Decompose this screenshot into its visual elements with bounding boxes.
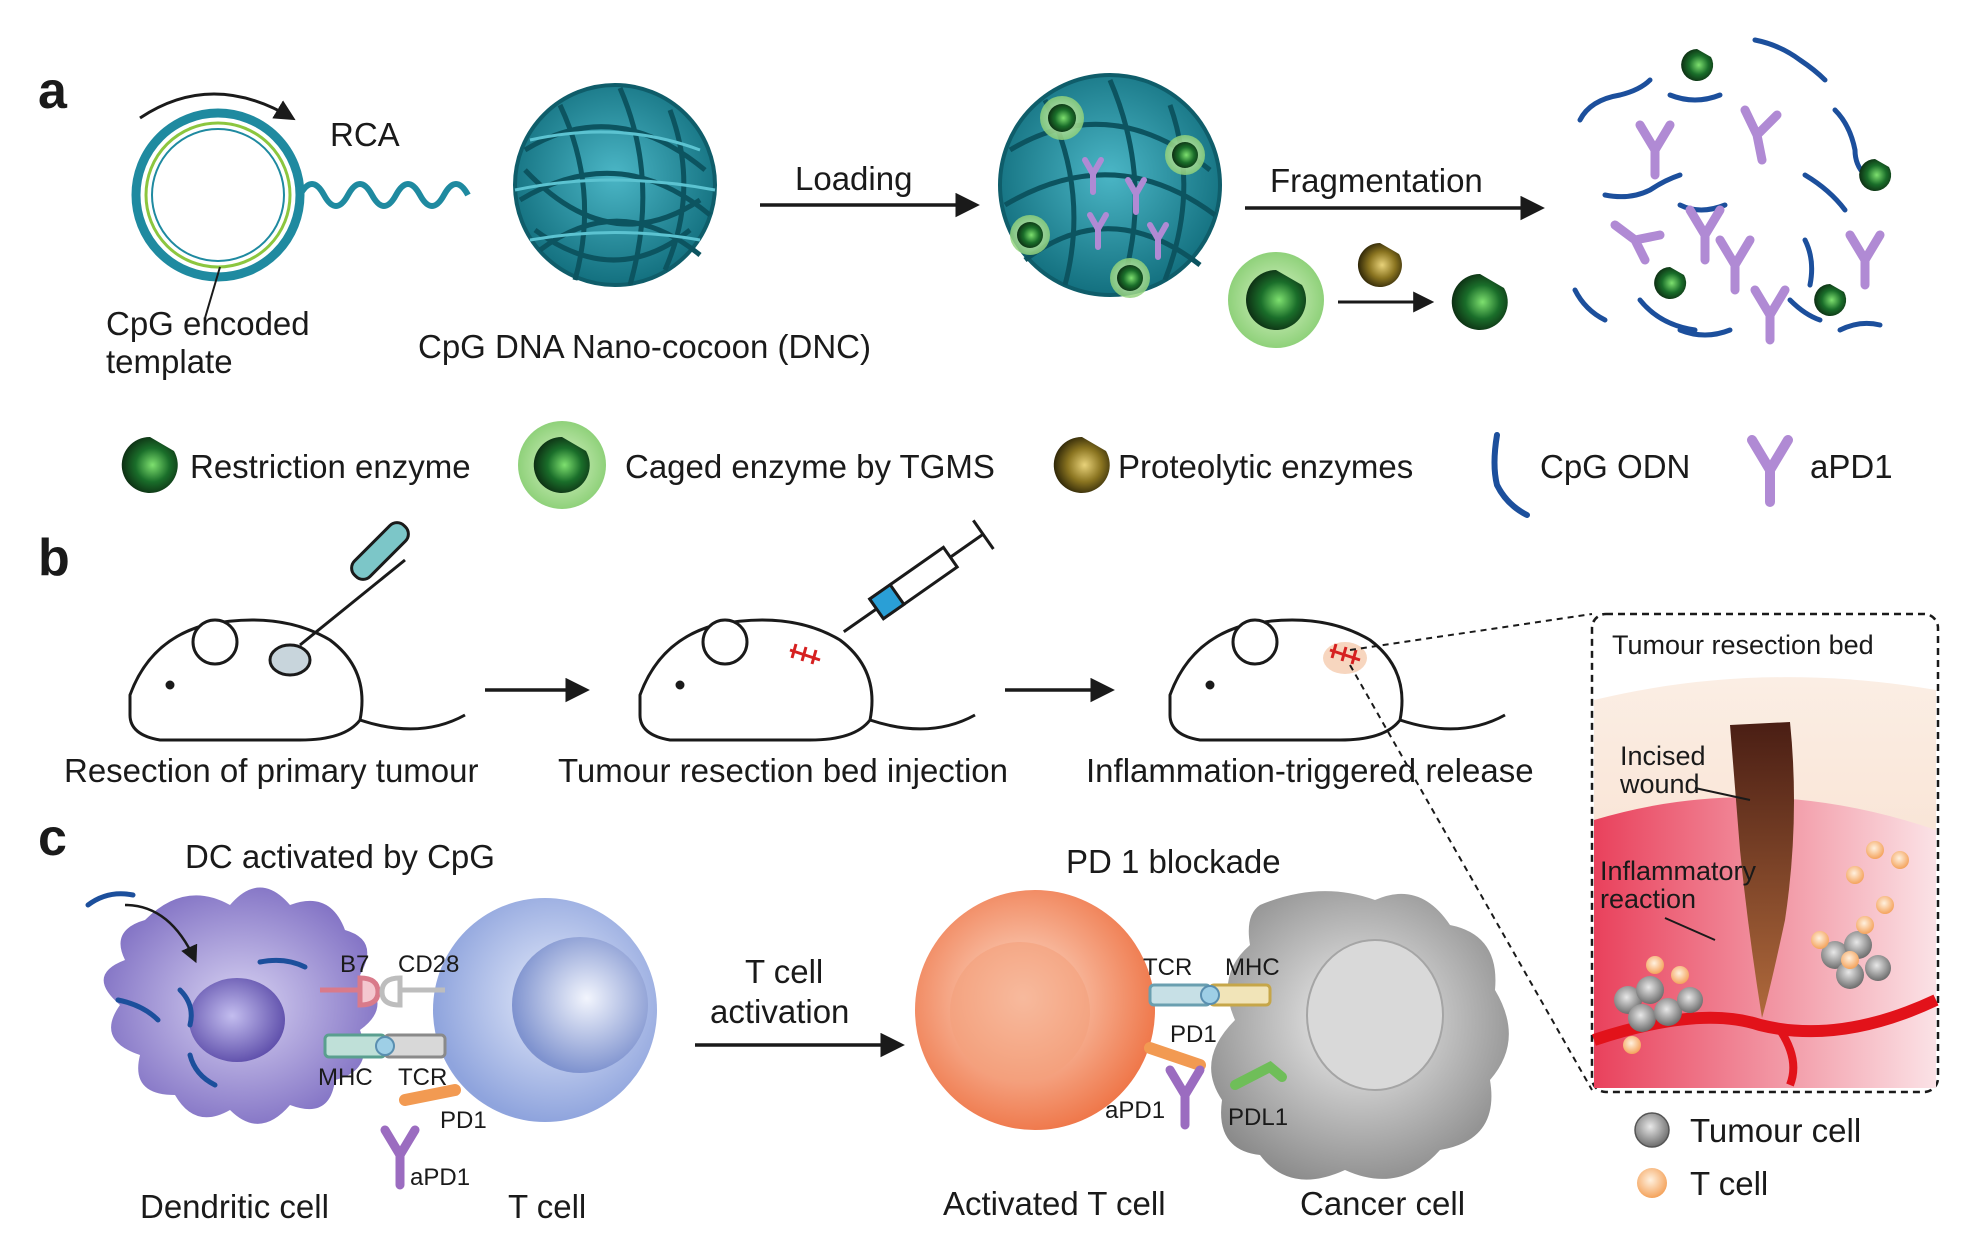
proteolytic-enzyme-icon: [1053, 436, 1110, 493]
pd1-apd1-small: [380, 1084, 461, 1190]
loading-label: Loading: [795, 160, 912, 197]
template-pointer: [204, 266, 221, 319]
legend-caged-label: Caged enzyme by TGMS: [625, 448, 995, 485]
panel-b-letter: b: [38, 529, 70, 587]
inset-t-cells: [1623, 841, 1909, 1054]
suture-icon: [789, 643, 821, 665]
legend-cpg-label: CpG ODN: [1540, 448, 1690, 485]
step1-label: Resection of primary tumour: [64, 752, 478, 789]
tcr2-label: TCR: [1143, 954, 1192, 981]
legend-tumour-label: Tumour cell: [1690, 1112, 1861, 1149]
dendritic-cell: [85, 887, 378, 1124]
incised-label-2: wound: [1619, 769, 1700, 799]
dna-nano-cocoon: [513, 83, 717, 287]
loaded-cocoon: [998, 73, 1222, 298]
apd1-label: aPD1: [410, 1164, 470, 1191]
tcr-mhc-pair: [1148, 983, 1272, 1007]
legend-restriction-label: Restriction enzyme: [190, 448, 471, 485]
legend-proteolytic-label: Proteolytic enzymes: [1118, 448, 1413, 485]
panel-a-letter: a: [38, 62, 68, 120]
restriction-enzyme-icon: [121, 436, 178, 493]
incised-wound: [1730, 722, 1794, 1018]
apd1b-label: aPD1: [1105, 1097, 1165, 1124]
inset-tumour-cells: [1614, 931, 1891, 1032]
legend-tcell-label: T cell: [1690, 1165, 1768, 1202]
template-label-line1: CpG encoded: [106, 305, 310, 342]
tumour-bed-inset: Tumour resection bed: [1590, 612, 1940, 1094]
legend-apd1-label: aPD1: [1810, 448, 1893, 485]
activation-label-1: T cell: [745, 953, 823, 990]
pd1b-label: PD1: [1170, 1021, 1217, 1048]
pd1-label: PD1: [440, 1107, 487, 1134]
template-label-line2: template: [106, 343, 233, 380]
inflam-label-1: Inflammatory: [1600, 856, 1757, 886]
fragmentation-label: Fragmentation: [1270, 162, 1483, 199]
t-cell: [433, 898, 657, 1122]
rca-strand: [297, 181, 471, 209]
pdl1-label: PDL1: [1228, 1104, 1288, 1131]
activated-t-cell-nucleus: [950, 942, 1090, 1082]
apd1-icon: [1747, 435, 1793, 507]
inset-title: Tumour resection bed: [1612, 630, 1874, 660]
blood-vessel: [1592, 994, 1939, 1046]
pd1-blockade-title: PD 1 blockade: [1066, 843, 1281, 880]
caged-enzyme-activation: [1228, 242, 1508, 348]
rca-label: RCA: [330, 116, 400, 153]
circular-template: [131, 108, 305, 282]
rotation-arrow: [139, 92, 296, 121]
panel-c-letter: c: [38, 809, 67, 867]
dnc-label: CpG DNA Nano-cocoon (DNC): [418, 328, 871, 365]
dc-nucleus: [189, 978, 285, 1062]
cpg-odn-icon: [1491, 432, 1530, 518]
fragments-cloud: [1572, 37, 1892, 345]
step2-label: Tumour resection bed injection: [558, 752, 1008, 789]
zoom-line-bottom: [1349, 664, 1593, 1091]
cd28-label: CD28: [398, 951, 459, 978]
b7-cd28-pair: [320, 975, 445, 1008]
mhc2-label: MHC: [1225, 954, 1280, 981]
tumour-cell-icon: [1634, 1112, 1670, 1148]
activated-t-cell: [915, 890, 1155, 1130]
inflam-label-2: reaction: [1600, 884, 1696, 914]
tcell-label: T cell: [508, 1188, 586, 1225]
tumour-icon: [268, 643, 312, 677]
t-cell-nucleus: [512, 937, 648, 1073]
cancer-cell-nucleus: [1306, 939, 1444, 1091]
panel-a-legend: Restriction enzyme Caged enzyme by TGMS …: [121, 421, 1893, 518]
t-cell-icon: [1637, 1168, 1667, 1198]
cancer-label: Cancer cell: [1300, 1185, 1465, 1222]
step3-label: Inflammation-triggered release: [1086, 752, 1534, 789]
mouse-injection: [638, 519, 995, 742]
dendritic-label: Dendritic cell: [140, 1188, 329, 1225]
mouse-resection: [128, 521, 466, 742]
tcr-label: TCR: [398, 1064, 447, 1091]
mhc-tcr-pair: [323, 1033, 447, 1059]
zoom-line-top: [1349, 613, 1593, 651]
pd1-apd1-pdl1: [1144, 1042, 1287, 1130]
panel-b: b: [38, 519, 1940, 1202]
inset-legend: Tumour cell T cell: [1634, 1112, 1861, 1202]
panel-a: a RCA CpG encoded template CpG DNA Nano-…: [38, 37, 1893, 518]
incised-label-1: Incised: [1620, 741, 1706, 771]
cancer-cell: [1211, 891, 1509, 1180]
syringe-icon: [842, 519, 995, 634]
dc-title: DC activated by CpG: [185, 838, 495, 875]
activation-label-2: activation: [710, 993, 849, 1030]
mhc-label: MHC: [318, 1064, 373, 1091]
activated-label: Activated T cell: [943, 1185, 1166, 1222]
b7-label: B7: [340, 951, 369, 978]
mouse-release: [1168, 618, 1506, 742]
panel-c: c DC activated by CpG: [38, 809, 1509, 1225]
